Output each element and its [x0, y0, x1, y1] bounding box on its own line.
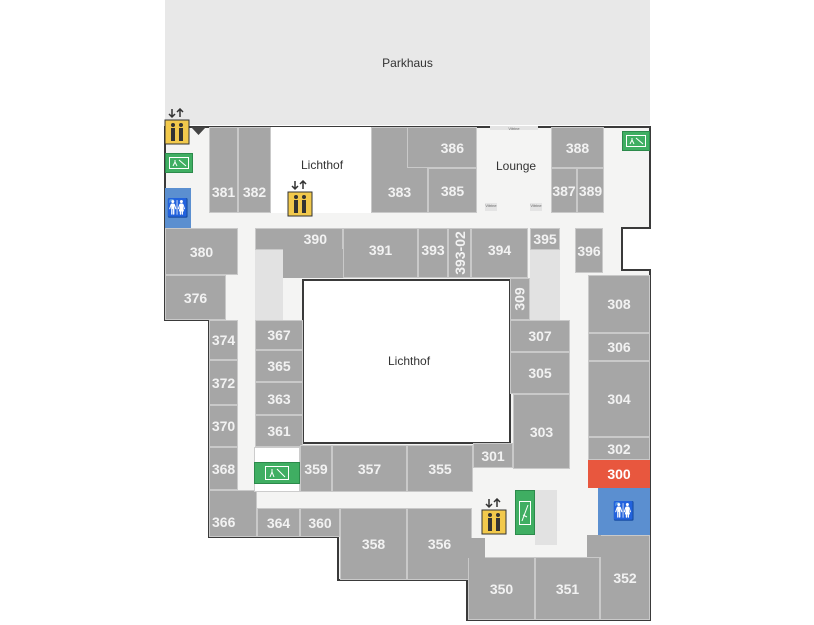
room-370[interactable]: 370 — [209, 405, 238, 447]
room-302[interactable]: 302 — [588, 437, 650, 460]
room-355[interactable]: 355 — [407, 445, 473, 492]
parking-garage: Parkhaus — [165, 0, 650, 125]
room-361[interactable]: 361 — [255, 415, 303, 447]
parking-label: Parkhaus — [382, 56, 433, 70]
room-307[interactable]: 307 — [510, 320, 570, 352]
restroom-icon: 🚻 — [598, 488, 650, 535]
room-382[interactable]: 382 — [238, 127, 271, 213]
courtyard-center-label: Lichthof — [388, 354, 431, 368]
room-305[interactable]: 305 — [510, 352, 570, 394]
stairwell — [255, 250, 283, 320]
room-356[interactable]: 356 — [407, 508, 472, 580]
room-388[interactable]: 388 — [551, 127, 604, 168]
room-358[interactable]: 358 — [340, 508, 407, 580]
room-351[interactable]: 351 — [535, 557, 600, 620]
room-385[interactable]: 385 — [428, 168, 477, 213]
room-306[interactable]: 306 — [588, 333, 650, 361]
room-393-02-label: 393-02 — [451, 231, 468, 275]
room-374[interactable]: 374 — [209, 320, 238, 360]
room-372[interactable]: 372 — [209, 360, 238, 405]
room-366[interactable]: 366 — [209, 490, 257, 537]
room-390[interactable]: 390 — [255, 228, 343, 250]
room-364[interactable]: 364 — [257, 508, 300, 537]
room-301[interactable]: 301 — [473, 443, 513, 468]
room-387[interactable]: 387 — [551, 168, 577, 213]
courtyard-top-label: Lichthof — [301, 158, 344, 172]
showcase: Vitrine — [530, 203, 542, 211]
room-376[interactable]: 376 — [165, 275, 226, 320]
room-360[interactable]: 360 — [300, 508, 340, 537]
room-352-extension — [587, 535, 601, 557]
room-393-02[interactable]: 393-02 — [448, 228, 471, 278]
room-308[interactable]: 308 — [588, 275, 650, 333]
restroom-icon: 🚻 — [165, 188, 191, 228]
room-363[interactable]: 363 — [255, 382, 303, 415]
room-395[interactable]: 395 — [530, 228, 560, 250]
room-359[interactable]: 359 — [300, 445, 332, 492]
room-390-extension — [283, 249, 343, 278]
elevator-icon — [164, 108, 190, 145]
room-309[interactable]: 309 — [510, 278, 530, 320]
room-389[interactable]: 389 — [577, 168, 604, 213]
room-368[interactable]: 368 — [209, 447, 238, 490]
room-357[interactable]: 357 — [332, 445, 407, 492]
room-396[interactable]: 396 — [575, 228, 603, 273]
courtyard-top: Lichthof — [271, 127, 371, 213]
emergency-exit-icon — [515, 490, 535, 535]
room-391[interactable]: 391 — [343, 228, 418, 278]
showcase: Vitrine — [485, 203, 497, 211]
room-380[interactable]: 380 — [165, 228, 238, 275]
room-393[interactable]: 393 — [418, 228, 448, 278]
emergency-exit-icon — [254, 462, 300, 484]
room-367[interactable]: 367 — [255, 320, 303, 350]
emergency-exit-icon — [622, 131, 650, 151]
showcase: Vitrine — [490, 126, 538, 131]
room-309-label: 309 — [512, 287, 529, 311]
elevator-icon — [287, 180, 313, 217]
room-350-extension — [468, 538, 485, 558]
lounge-label: Lounge — [496, 159, 537, 173]
emergency-exit-icon — [165, 153, 193, 173]
entrance-triangle-icon — [191, 127, 206, 135]
room-381[interactable]: 381 — [209, 127, 238, 213]
room-300-highlighted[interactable]: 300 — [588, 460, 650, 488]
room-303[interactable]: 303 — [513, 394, 570, 469]
room-365[interactable]: 365 — [255, 350, 303, 382]
room-350[interactable]: 350 — [468, 557, 535, 620]
stairwell — [530, 250, 560, 320]
elevator-icon — [481, 498, 507, 535]
room-304[interactable]: 304 — [588, 361, 650, 437]
room-394[interactable]: 394 — [471, 228, 528, 278]
room-386[interactable]: 386 — [407, 127, 477, 168]
room-352[interactable]: 352 — [600, 535, 650, 620]
stairwell — [535, 490, 557, 545]
